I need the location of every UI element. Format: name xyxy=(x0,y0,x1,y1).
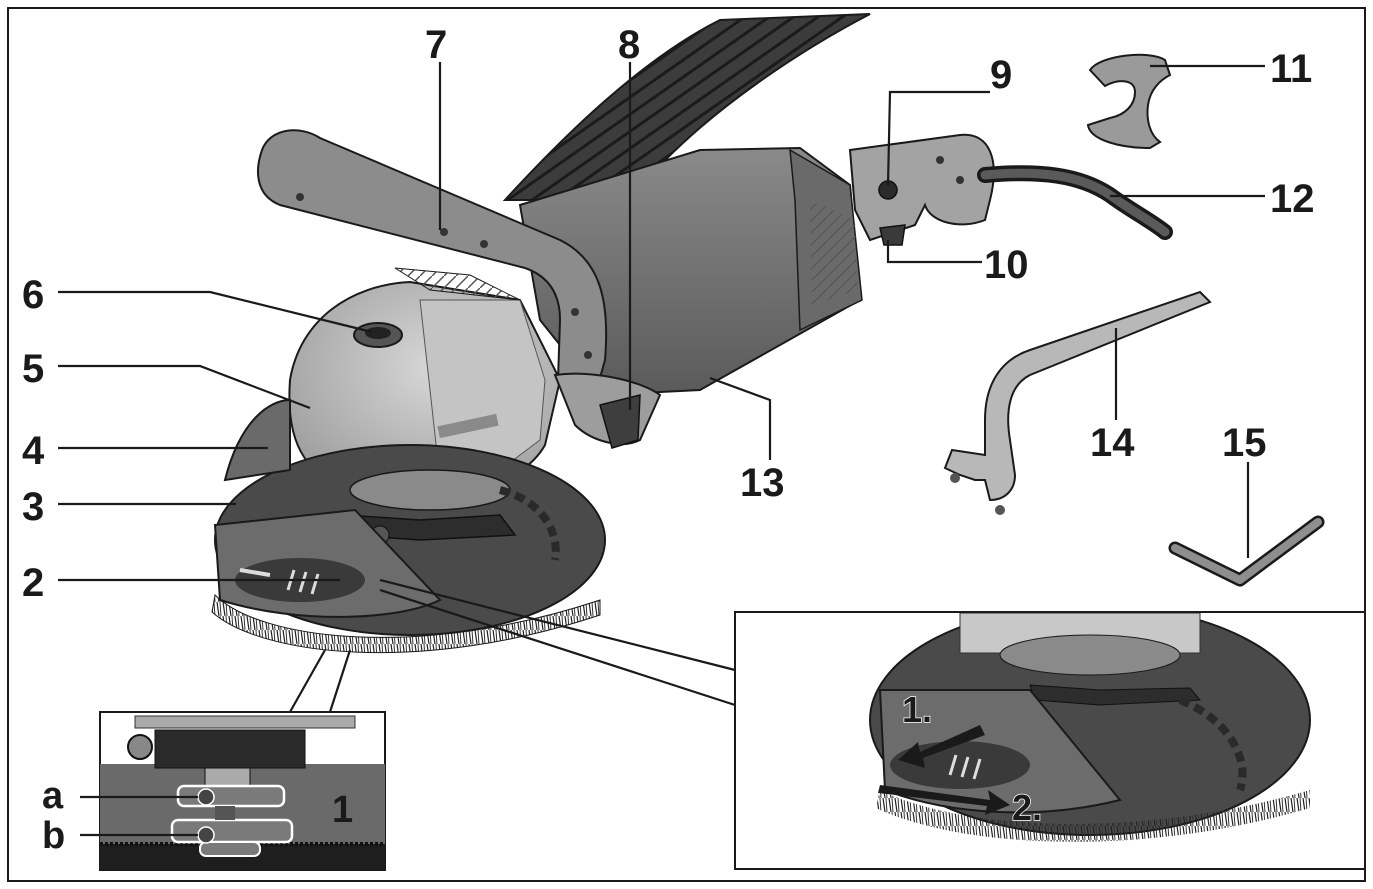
callout-11: 11 xyxy=(1270,47,1312,91)
power-cord xyxy=(977,165,1173,240)
callout-14: 14 xyxy=(1090,421,1135,465)
callout-7: 7 xyxy=(425,23,447,67)
detail-inset-brush xyxy=(80,649,386,871)
leader-lines xyxy=(58,62,1265,582)
callout-15: 15 xyxy=(1222,421,1267,465)
callout-12: 12 xyxy=(1270,177,1315,221)
callout-9: 9 xyxy=(990,53,1012,97)
callout-3: 3 xyxy=(22,485,44,529)
detail-label-b: b xyxy=(42,815,65,857)
callout-2: 2 xyxy=(22,561,44,605)
spindle-lock-button xyxy=(353,322,403,348)
callout-8: 8 xyxy=(618,23,640,67)
accessory-allen-key xyxy=(1168,515,1325,587)
step-label-2: 2. xyxy=(1012,787,1042,828)
detail-label-1: 1 xyxy=(332,789,353,831)
step-label-1: 1. xyxy=(902,689,932,730)
detail-label-a: a xyxy=(42,775,64,817)
step-labels: 1. 2. xyxy=(901,688,1043,829)
callout-10: 10 xyxy=(984,243,1029,287)
rear-handle xyxy=(848,133,995,246)
motor-housing xyxy=(518,146,863,397)
accessory-spanner xyxy=(943,290,1212,515)
callout-13: 13 xyxy=(740,461,785,505)
detail-inset-hood xyxy=(379,578,1366,870)
callout-labels: 7 8 9 11 12 10 6 5 4 3 2 13 14 15 xyxy=(22,23,1315,605)
on-off-switch xyxy=(879,224,906,246)
detail-labels: a b 1 xyxy=(42,775,353,857)
callout-4: 4 xyxy=(22,429,45,473)
extraction-hose xyxy=(502,13,871,201)
accessory-clip xyxy=(1086,53,1172,150)
callout-5: 5 xyxy=(22,347,44,391)
locking-lever xyxy=(553,372,662,449)
callout-6: 6 xyxy=(22,273,44,317)
